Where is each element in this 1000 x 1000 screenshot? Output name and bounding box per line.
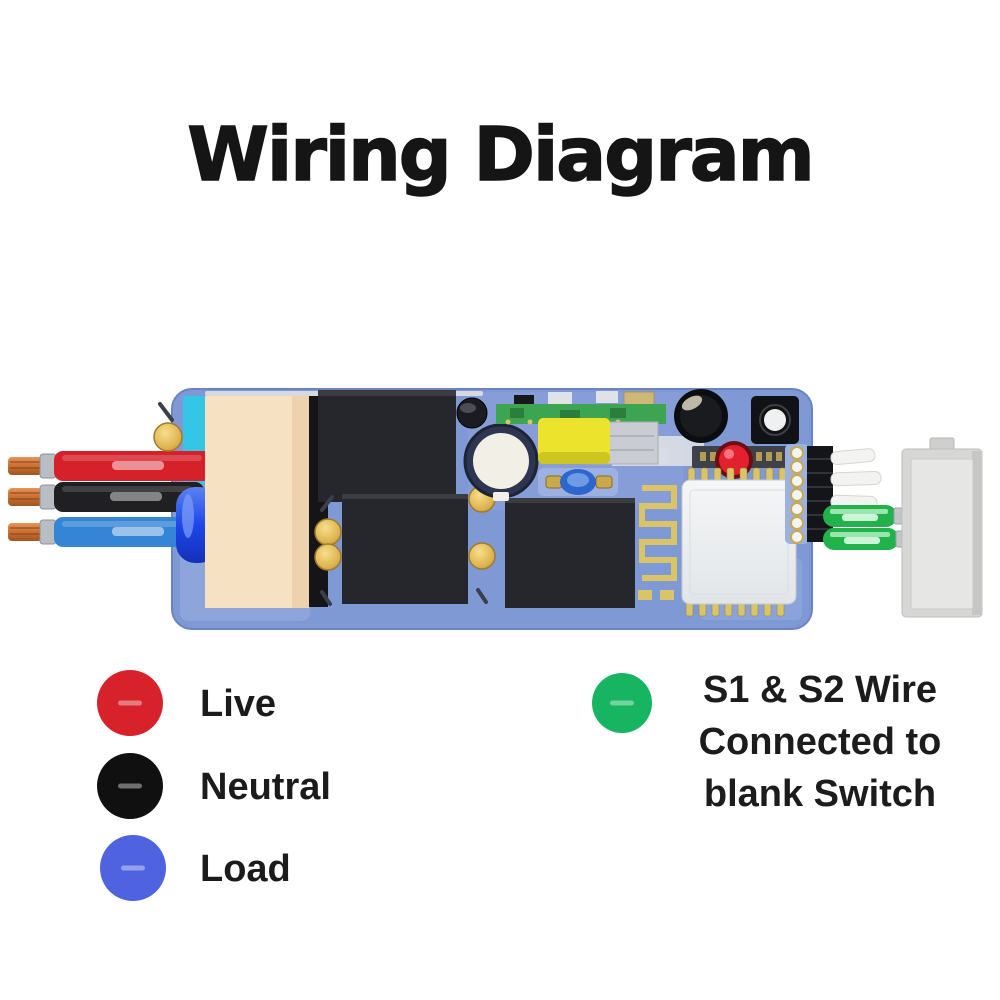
wire-ferrule [39, 519, 57, 545]
legend-dot-load [100, 835, 166, 901]
load-wire [8, 517, 208, 547]
switch-note-line-1: S1 & S2 Wire [702, 669, 938, 711]
push-button [751, 396, 799, 444]
electrolytic-capacitor-black [674, 389, 728, 443]
through-hole-strip [785, 444, 809, 544]
esp-pins-bottom [685, 601, 785, 617]
solder-ball [153, 422, 183, 452]
esp-pins-top [687, 467, 787, 482]
wire-print [112, 527, 164, 536]
wire-ferrule [39, 453, 57, 479]
switch-note-line-2: Connected to [698, 721, 942, 763]
wire-print [110, 492, 162, 501]
relay-1 [318, 390, 456, 502]
switch-note-line-3: blank Switch [703, 773, 937, 815]
copper-strands [8, 523, 42, 541]
legend-label-neutral: Neutral [200, 766, 331, 808]
blank-switch [901, 437, 983, 618]
pin-header [807, 446, 833, 542]
solder-ball [468, 542, 496, 570]
wire-print [112, 461, 164, 470]
page-title: Wiring Diagram [187, 111, 816, 199]
legend-dot-switch-wire [592, 673, 652, 733]
wire-ferrule [39, 484, 57, 510]
legend-dot-live [97, 670, 163, 736]
solder-ball [314, 543, 342, 571]
legend-label-live: Live [200, 683, 277, 725]
film-capacitor-yellow [538, 418, 610, 464]
transformer-block [205, 391, 483, 608]
solder-ball [314, 518, 342, 546]
electrolytic-capacitor-large [463, 423, 539, 501]
copper-strands [8, 457, 42, 475]
disc-capacitor [456, 397, 488, 429]
wire-print [842, 514, 878, 521]
inductor-blue [538, 468, 618, 496]
white-wire [830, 470, 882, 487]
switch-note-text: S1 & S2 Wire Connected to blank Switch [660, 664, 980, 820]
switch-rocker [910, 458, 974, 610]
esp-wifi-module [638, 467, 797, 617]
copper-strands [8, 488, 42, 506]
legend-dot-neutral [97, 753, 163, 819]
legend-label-load: Load [200, 848, 291, 890]
esp-antenna [639, 485, 677, 581]
live-wire [8, 451, 212, 481]
relay-3 [505, 498, 635, 608]
white-wire [830, 448, 876, 465]
relay-2 [342, 494, 468, 604]
white-wires [830, 448, 882, 510]
neutral-wire [8, 482, 204, 512]
wire-print [844, 537, 880, 544]
esp-shield [681, 479, 797, 605]
